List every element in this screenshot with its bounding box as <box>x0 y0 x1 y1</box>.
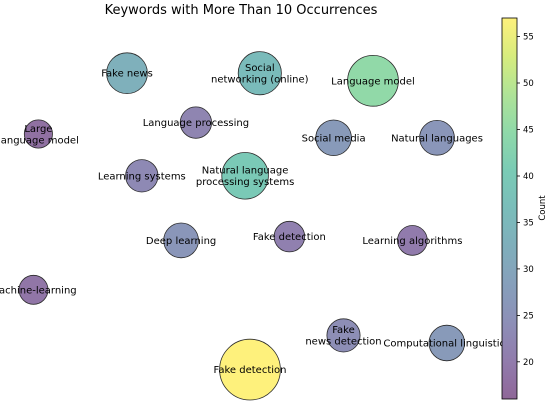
bubble-label-15: Fake detection <box>214 365 287 376</box>
bubble-label-7: Learning systems <box>98 171 186 182</box>
bubble-label-9: Deep learning <box>146 236 216 247</box>
bubble-label-4: Language processing <box>143 118 249 129</box>
bubble-4 <box>179 106 212 139</box>
colorbar-tick-label-1: 25 <box>523 311 534 321</box>
bubble-9 <box>163 222 199 259</box>
bubble-label-6: Natural languages <box>391 133 483 144</box>
bubble-2 <box>347 55 399 107</box>
bubble-11 <box>397 225 428 256</box>
bubble-15 <box>219 338 281 401</box>
colorbar-label: Count <box>538 195 548 221</box>
chart-title: Keywords with More Than 10 Occurrences <box>105 3 378 18</box>
bubble-label-11: Learning algorithms <box>362 236 462 247</box>
bubble-3 <box>23 119 53 149</box>
colorbar: 20 25 30 35 40 45 50 55 Count <box>501 17 548 400</box>
colorbar-gradient <box>501 17 518 400</box>
bubble-label-0: Fake news <box>101 69 153 80</box>
bubble-6 <box>419 120 455 156</box>
colorbar-tick-label-4: 40 <box>523 172 534 182</box>
bubble-label-10: Fake detection <box>253 232 326 243</box>
bubble-13 <box>326 318 361 353</box>
bubble-12 <box>18 274 49 305</box>
bubble-label-5: Social media <box>302 133 366 144</box>
bubble-8 <box>221 152 269 200</box>
colorbar-tick-label-5: 45 <box>523 126 534 136</box>
bubble-label-12: Machine-learning <box>0 285 77 296</box>
bubble-label-2: Language model <box>331 76 415 87</box>
colorbar-tick-label-2: 30 <box>523 265 534 275</box>
bubble-label-14: Computational linguistics <box>383 339 510 350</box>
bubble-0 <box>106 52 148 94</box>
bubble-5 <box>315 119 352 156</box>
colorbar-tick-label-3: 35 <box>523 218 534 228</box>
colorbar-tick-label-6: 50 <box>523 79 534 89</box>
colorbar-ticks: 20 25 30 35 40 45 50 55 <box>517 33 534 368</box>
bubble-14 <box>428 324 465 362</box>
bubble-7 <box>125 159 159 193</box>
colorbar-tick-label-7: 55 <box>523 33 534 43</box>
bubble-1 <box>237 51 282 96</box>
bubble-10 <box>273 220 306 253</box>
colorbar-tick-label-0: 20 <box>523 358 534 368</box>
